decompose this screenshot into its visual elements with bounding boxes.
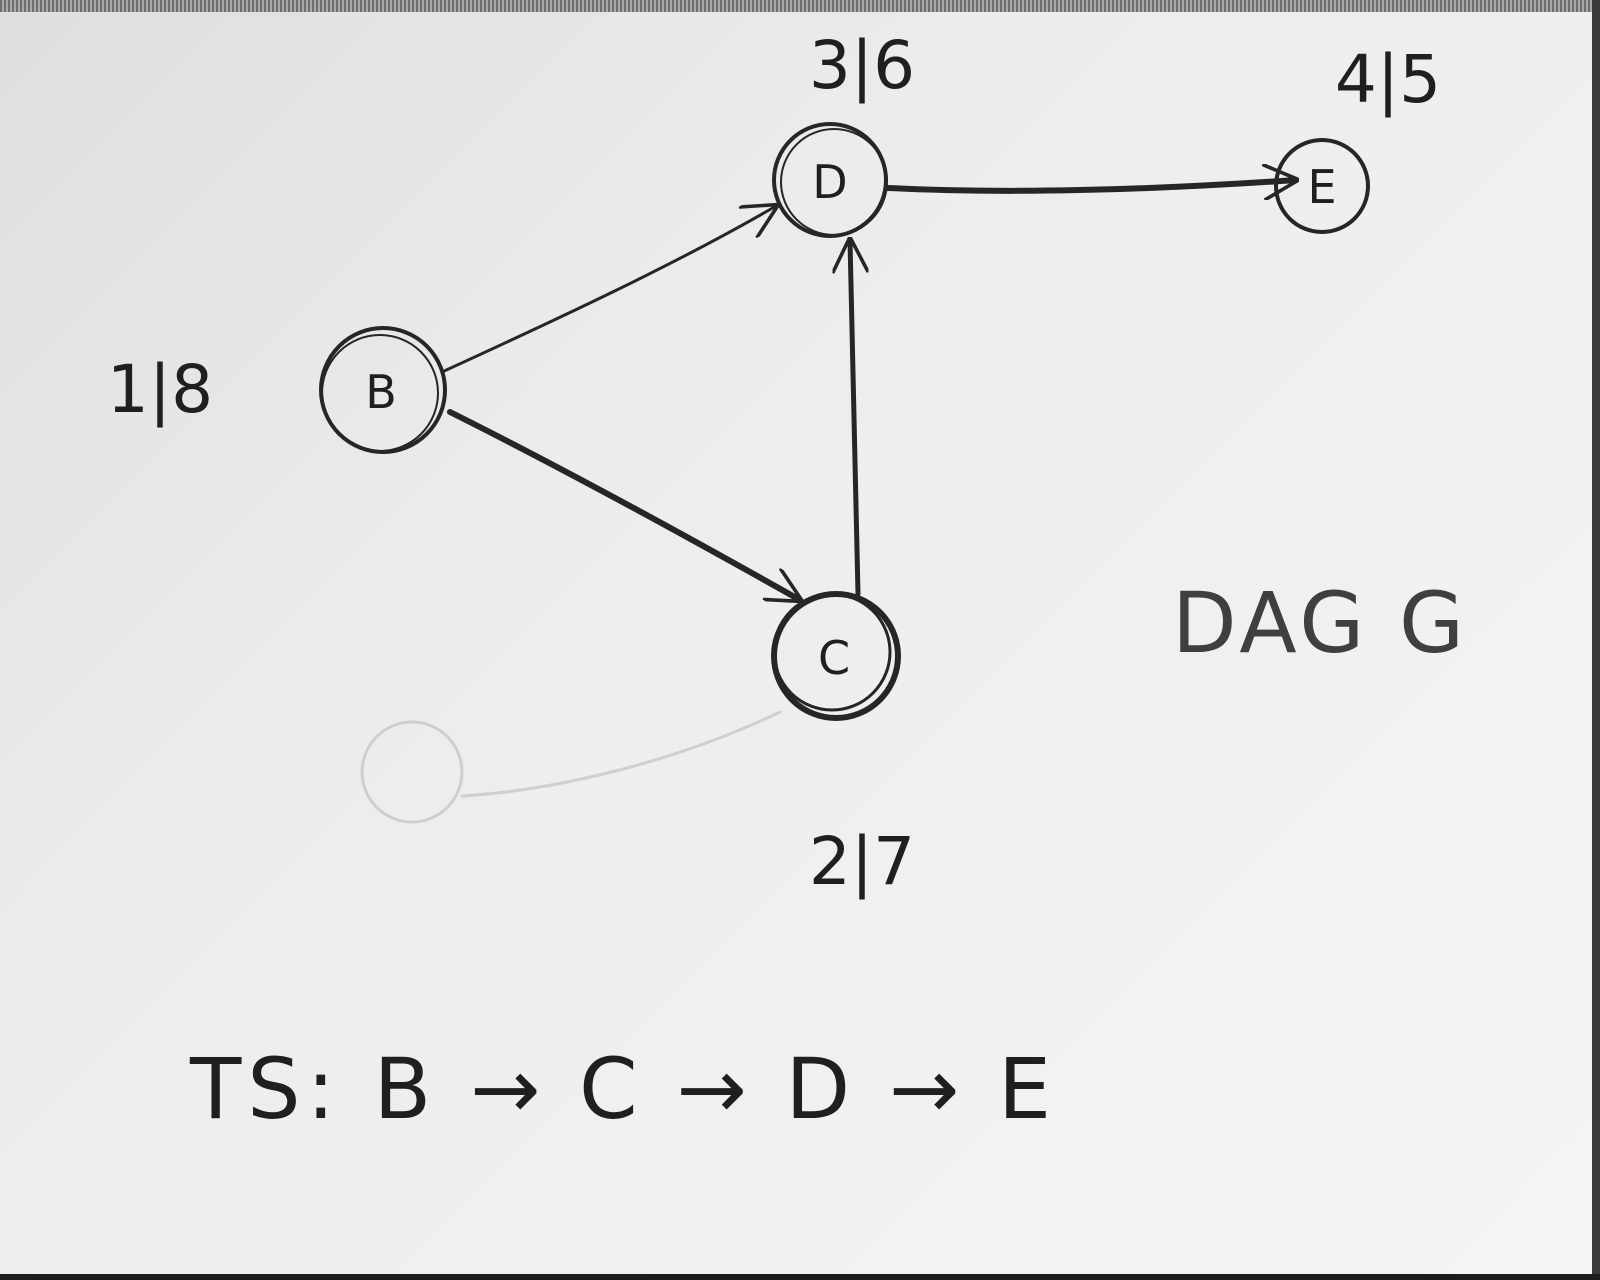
node-d: D xyxy=(772,122,888,238)
edge-b-d xyxy=(440,206,776,374)
page-top-edge xyxy=(0,0,1600,12)
page-bottom-edge xyxy=(0,1274,1600,1280)
node-e: E xyxy=(1274,138,1370,234)
graph-label: DAG G xyxy=(1172,574,1468,672)
node-d-label: D xyxy=(812,155,847,209)
erased-sketch xyxy=(360,710,782,824)
node-e-times: 4|5 xyxy=(1335,41,1441,118)
node-c-label: C xyxy=(818,631,850,685)
node-b-label: B xyxy=(365,365,397,419)
edge-c-d xyxy=(850,240,858,597)
edge-d-e xyxy=(885,180,1296,191)
node-b: B xyxy=(319,326,447,454)
node-c: C xyxy=(771,591,901,721)
node-b-times: 1|8 xyxy=(107,351,213,428)
node-e-label: E xyxy=(1307,160,1336,214)
node-d-times: 3|6 xyxy=(809,27,915,104)
page-right-edge xyxy=(1592,0,1600,1280)
topological-sort-result: TS: B → C → D → E xyxy=(189,1040,1057,1138)
edge-b-c xyxy=(447,409,800,600)
node-c-times: 2|7 xyxy=(809,823,915,900)
